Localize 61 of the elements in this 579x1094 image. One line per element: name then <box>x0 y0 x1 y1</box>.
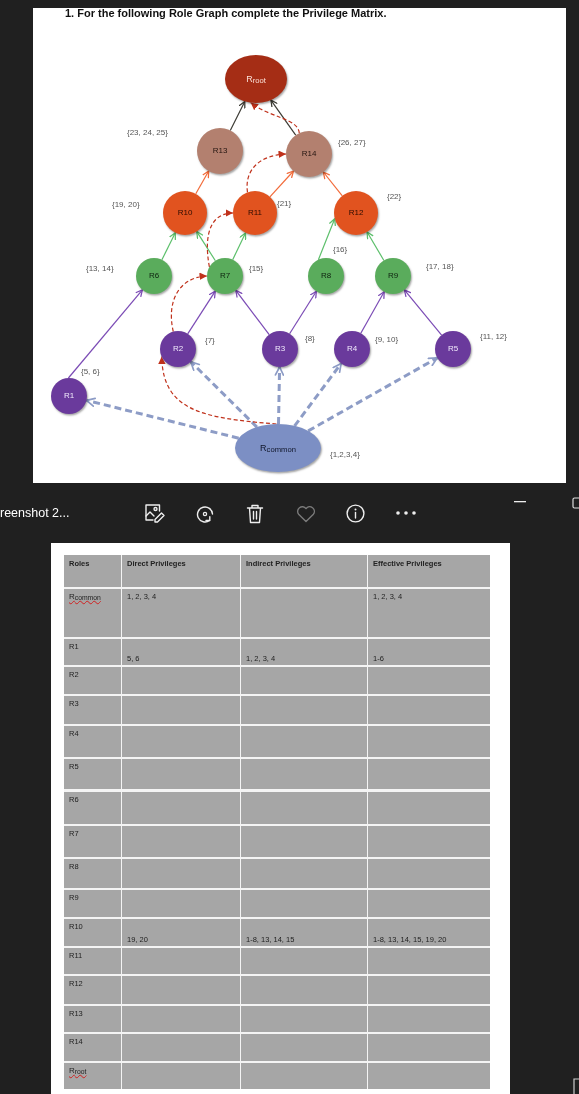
role-name: R1 <box>63 391 75 401</box>
arrow <box>360 291 385 334</box>
role-name: R3 <box>274 344 286 354</box>
privilege-set: {19, 20} <box>112 200 140 210</box>
privilege-set: {7} <box>205 336 215 346</box>
privilege-set: {8} <box>305 334 315 344</box>
role-name: R14 <box>301 149 317 159</box>
arrow <box>269 170 295 198</box>
dashed-arrow <box>189 360 258 429</box>
arrow <box>322 171 343 197</box>
privilege-set: {11, 12} <box>480 332 507 342</box>
role-name: R5 <box>447 344 459 354</box>
dashed-arrow <box>307 356 439 433</box>
arrow <box>229 100 246 131</box>
privilege-set: {15} <box>249 264 264 274</box>
arrow <box>161 232 176 261</box>
arrow <box>67 289 144 379</box>
role-name: R10 <box>177 208 193 218</box>
privilege-set: {13, 14} <box>86 264 114 274</box>
role-name: R13 <box>212 146 228 156</box>
privilege-set: {21} <box>277 199 292 209</box>
role-name: R12 <box>348 208 364 218</box>
dashed-arrow <box>206 209 234 268</box>
arrow <box>366 231 385 262</box>
privilege-set: {16} <box>333 245 348 255</box>
dashed-arrow <box>170 273 208 333</box>
role-name: R2 <box>172 344 184 354</box>
role-name: R4 <box>346 344 358 354</box>
arrow <box>195 170 210 195</box>
role-name: R$_{common}$ <box>260 442 296 454</box>
role-name: R6 <box>148 271 160 281</box>
arrow <box>403 289 443 336</box>
dashed-arrow <box>293 362 343 427</box>
arrow <box>196 230 216 262</box>
role-name: R9 <box>387 271 399 281</box>
arrow <box>289 290 318 335</box>
role-name: R8 <box>320 271 332 281</box>
dashed-arrow <box>85 397 240 440</box>
role-name: R$_{root}$ <box>246 73 266 85</box>
role-label: R$_{common}$ <box>69 592 101 602</box>
arrow <box>187 290 216 335</box>
role-name: R7 <box>219 271 231 281</box>
dashed-arrow <box>250 102 300 134</box>
privilege-set: {23, 24, 25} <box>127 128 168 138</box>
privilege-set: {1,2,3,4} <box>330 450 360 460</box>
dashed-arrow <box>158 356 278 425</box>
arrow <box>270 99 297 136</box>
privilege-set: {9, 10} <box>375 335 399 345</box>
arrow <box>235 289 270 336</box>
role-label: R$_{root}$ <box>69 1066 87 1076</box>
arrow <box>232 232 247 261</box>
privilege-set: {26, 27} <box>338 138 366 148</box>
privilege-set: {17, 18} <box>426 262 454 272</box>
dashed-arrow <box>274 366 285 425</box>
dashed-arrow <box>246 150 287 193</box>
file-name: reenshot 2... <box>0 505 70 521</box>
question-title: 1. For the following Role Graph complete the Privilege Matrix. <box>65 7 387 21</box>
privilege-set: {22} <box>387 192 402 202</box>
arrow <box>317 218 336 261</box>
role-name: R11 <box>247 208 263 218</box>
privilege-set: {5, 6} <box>81 367 100 377</box>
